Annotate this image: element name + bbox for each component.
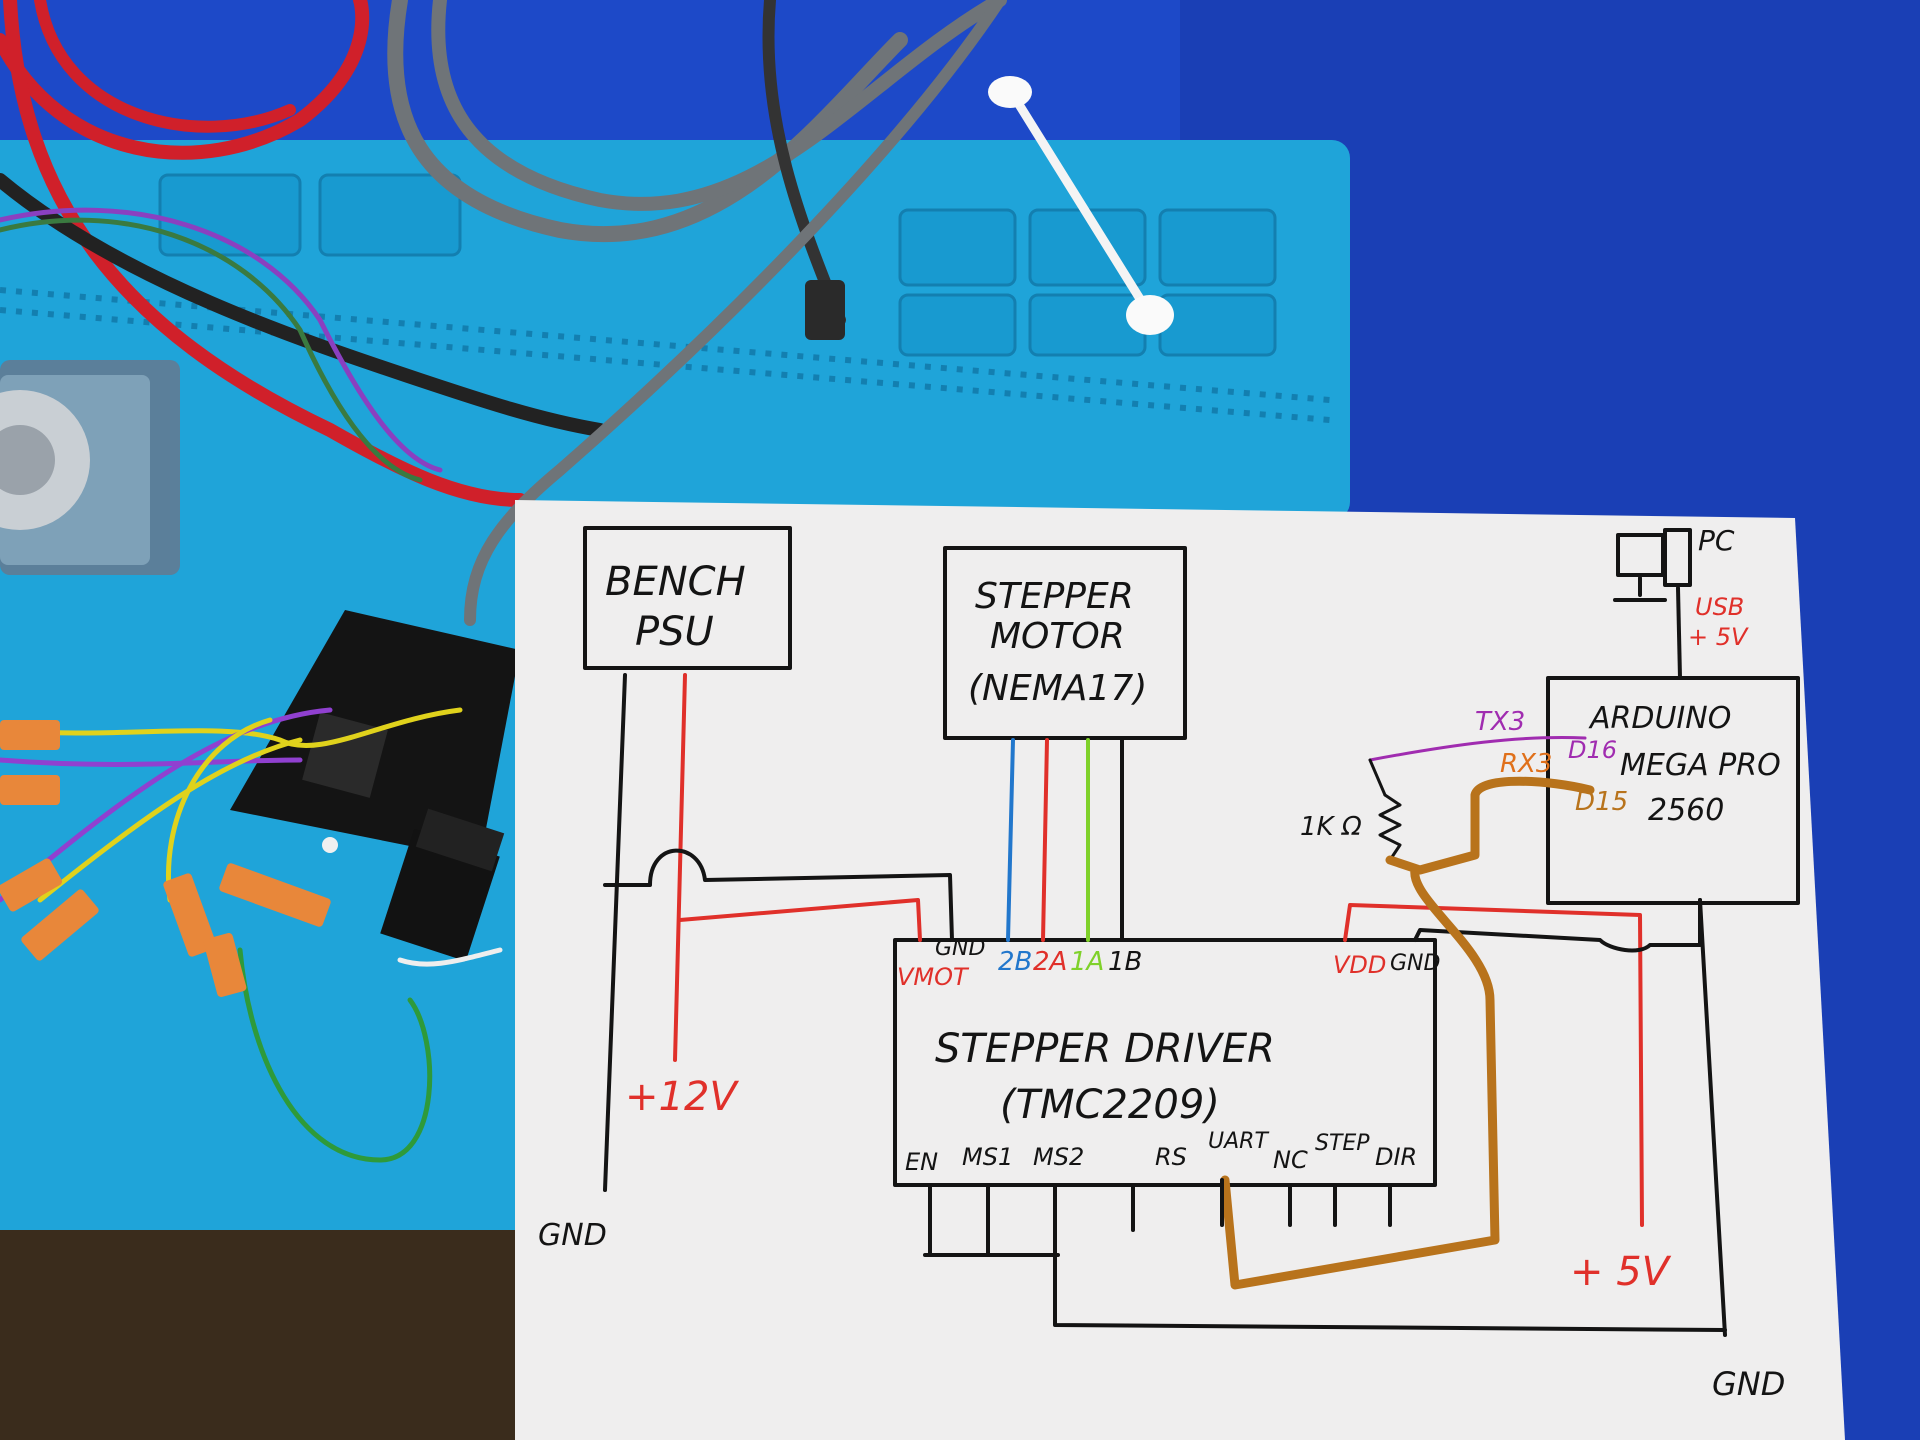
vdd-wire [1343, 903, 1644, 1227]
usb-wire [1676, 586, 1682, 680]
pin-ms1: MS1 [962, 1143, 1013, 1171]
pin-dir: DIR [1375, 1143, 1417, 1171]
tx3-wire [1368, 735, 1587, 762]
pin-step: STEP [1315, 1131, 1370, 1156]
gnd-left-label: GND [538, 1218, 607, 1253]
psu-label-2: PSU [635, 609, 714, 655]
paper-sheet [515, 500, 1845, 1440]
pin-vmot: VMOT [897, 963, 970, 991]
usb-c-plug [805, 280, 845, 340]
wire-2a [1041, 738, 1049, 942]
arduino-label-3: 2560 [1648, 793, 1724, 828]
psu-gnd-wire [603, 673, 627, 1192]
pc-tower-icon [1663, 528, 1692, 587]
uart-wire [1220, 776, 1595, 1290]
motor-label-3: (NEMA17) [968, 668, 1147, 709]
motor-label-2: MOTOR [990, 616, 1125, 657]
resistor-lead-top [1368, 758, 1387, 797]
pin-gnd-top: GND [935, 936, 985, 961]
rx3-label: RX3 [1500, 749, 1552, 779]
motor-label-1: STEPPER [975, 576, 1134, 617]
usb-label-2: + 5V [1688, 623, 1749, 651]
driver-box [893, 938, 1437, 1187]
cables [0, 0, 1007, 626]
cotton-swab [988, 76, 1174, 335]
pc-label: PC [1698, 524, 1735, 557]
schematic-labels: BENCH PSU STEPPER MOTOR (NEMA17) STEPPER… [538, 524, 1785, 1403]
v12-to-vmot [678, 898, 922, 942]
arduino-box [1546, 676, 1800, 905]
tx3-label: TX3 [1475, 707, 1525, 737]
schematic [583, 526, 1800, 1337]
jumper-wires [0, 707, 503, 1163]
logic-gnd-wire [1413, 898, 1702, 953]
pin-en: EN [905, 1148, 938, 1176]
resistor-label: 1K Ω [1300, 812, 1362, 842]
gnd-to-driver [603, 848, 954, 942]
driver-label-2: (TMC2209) [1000, 1082, 1220, 1128]
stepper-motor [0, 360, 180, 575]
pin-gnd-logic: GND [1390, 951, 1440, 976]
arduino-pin-d16: D16 [1568, 736, 1617, 764]
pin-vdd: VDD [1333, 951, 1386, 979]
rail-12v: +12V [625, 1074, 739, 1120]
motor-box [943, 546, 1187, 740]
wire-2b [1006, 738, 1015, 942]
psu-box [583, 526, 792, 670]
pin-uart: UART [1208, 1129, 1269, 1154]
arduino-label-2: MEGA PRO [1620, 748, 1781, 783]
pin-1b: 1B [1108, 947, 1142, 977]
pin-ms2: MS2 [1033, 1143, 1084, 1171]
arduino-pin-d15: D15 [1575, 787, 1628, 817]
driver-label-1: STEPPER DRIVER [935, 1026, 1275, 1072]
psu-12v-wire [673, 673, 687, 1062]
pin-1a: 1A [1070, 947, 1104, 977]
gnd-rail-bottom [1053, 1253, 1727, 1332]
pin-rs: RS [1155, 1143, 1187, 1171]
arduino-label-1: ARDUINO [1588, 701, 1731, 736]
wago-connectors [0, 720, 331, 997]
floor [0, 1225, 520, 1440]
usb-label-1: USB [1695, 593, 1744, 621]
gnd-right-label: GND [1712, 1365, 1785, 1403]
pin-2b: 2B [998, 947, 1032, 977]
resistor-zigzag [1378, 793, 1402, 862]
gnd-rail-right [1698, 898, 1727, 1337]
pin-nc: NC [1273, 1146, 1308, 1174]
rail-5v: + 5V [1570, 1249, 1672, 1295]
psu-label-1: BENCH [605, 559, 746, 605]
pc-stand [1613, 576, 1667, 602]
driver-module [380, 808, 505, 962]
pin-2a: 2A [1033, 947, 1067, 977]
